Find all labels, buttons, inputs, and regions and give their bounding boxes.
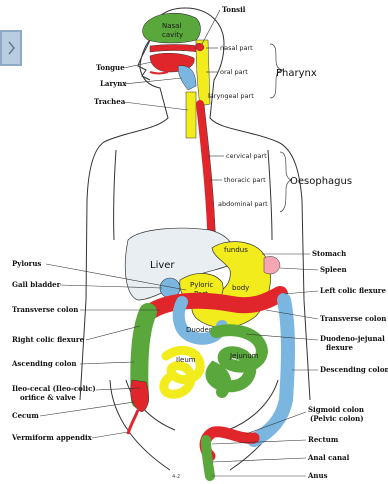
label-spleen: Spleen	[320, 265, 347, 274]
label-ileocecal-1: Ileo-cecal (Ileo-colic)	[12, 384, 96, 393]
trachea-organ	[186, 92, 196, 138]
nasal-cavity: Nasal cavity	[143, 13, 201, 43]
nasal-cavity-label-1: Nasal	[162, 22, 181, 30]
jejunum-label: Jejunum	[229, 352, 259, 360]
descending-colon-organ	[254, 300, 288, 440]
label-trachea: Trachea	[94, 97, 126, 106]
label-pharynx: Pharynx	[276, 68, 317, 79]
window-fragment	[0, 30, 22, 66]
label-vermiform-appendix: Vermiform appendix	[11, 433, 93, 442]
page-number: 4-2	[172, 474, 180, 480]
label-rectum: Rectum	[308, 435, 339, 444]
label-abdominal-part: abdominal part	[218, 200, 268, 208]
label-ascending-colon: Ascending colon	[11, 359, 77, 368]
label-transverse-colon-left: Transverse colon	[12, 305, 78, 314]
body-label: body	[232, 284, 249, 292]
label-left-colic-flexure: Left colic flexure	[320, 286, 386, 295]
oesophagus-organ	[200, 104, 212, 250]
label-tongue: Tongue	[96, 63, 125, 72]
label-pylorus: Pylorus	[12, 259, 41, 268]
label-nasal-part: nasal part	[220, 44, 253, 52]
pyloric-label-1: Pyloric	[190, 281, 213, 289]
label-laryngeal-part: laryngeal part	[208, 92, 254, 100]
cecum-organ	[130, 380, 148, 412]
label-stomach: Stomach	[312, 249, 346, 258]
label-cervical-part: cervical part	[226, 152, 267, 160]
appendix-organ	[128, 410, 138, 434]
nasal-cavity-label-2: cavity	[162, 31, 183, 39]
label-duodeno-jejunal-1: Duodeno-jejunal	[320, 334, 385, 343]
label-transverse-colon-right: Transverse colon	[320, 314, 386, 323]
liver-label: Liver	[150, 260, 175, 271]
label-thoracic-part: thoracic part	[224, 176, 266, 184]
ileum-label: Ileum	[176, 356, 196, 364]
spleen-organ	[264, 256, 280, 274]
lips	[150, 72, 168, 74]
label-duodeno-jejunal-2: flexure	[326, 343, 353, 352]
label-cecum: Cecum	[12, 411, 39, 420]
label-descending-colon: Descending colon	[320, 365, 388, 374]
label-tonsil: Tonsil	[222, 5, 246, 14]
label-oral-part: oral part	[220, 68, 248, 76]
label-gall-bladder: Gall bladder	[12, 280, 61, 289]
palate	[150, 45, 198, 53]
label-oesophagus: Oesophagus	[290, 176, 352, 187]
label-anus: Anus	[307, 471, 328, 480]
label-right-colic-flexure: Right colic flexure	[12, 335, 85, 344]
transverse-colon-organ	[150, 294, 280, 312]
label-sigmoid-colon-1: Sigmoid colon	[308, 405, 364, 414]
fundus-label: fundus	[224, 246, 248, 254]
label-larynx: Larynx	[100, 79, 127, 88]
label-anal-canal: Anal canal	[307, 453, 350, 462]
label-sigmoid-colon-2: (Pelvic colon)	[310, 414, 364, 423]
rectum-organ	[206, 440, 210, 476]
label-ileocecal-2: orifice & valve	[20, 393, 76, 402]
